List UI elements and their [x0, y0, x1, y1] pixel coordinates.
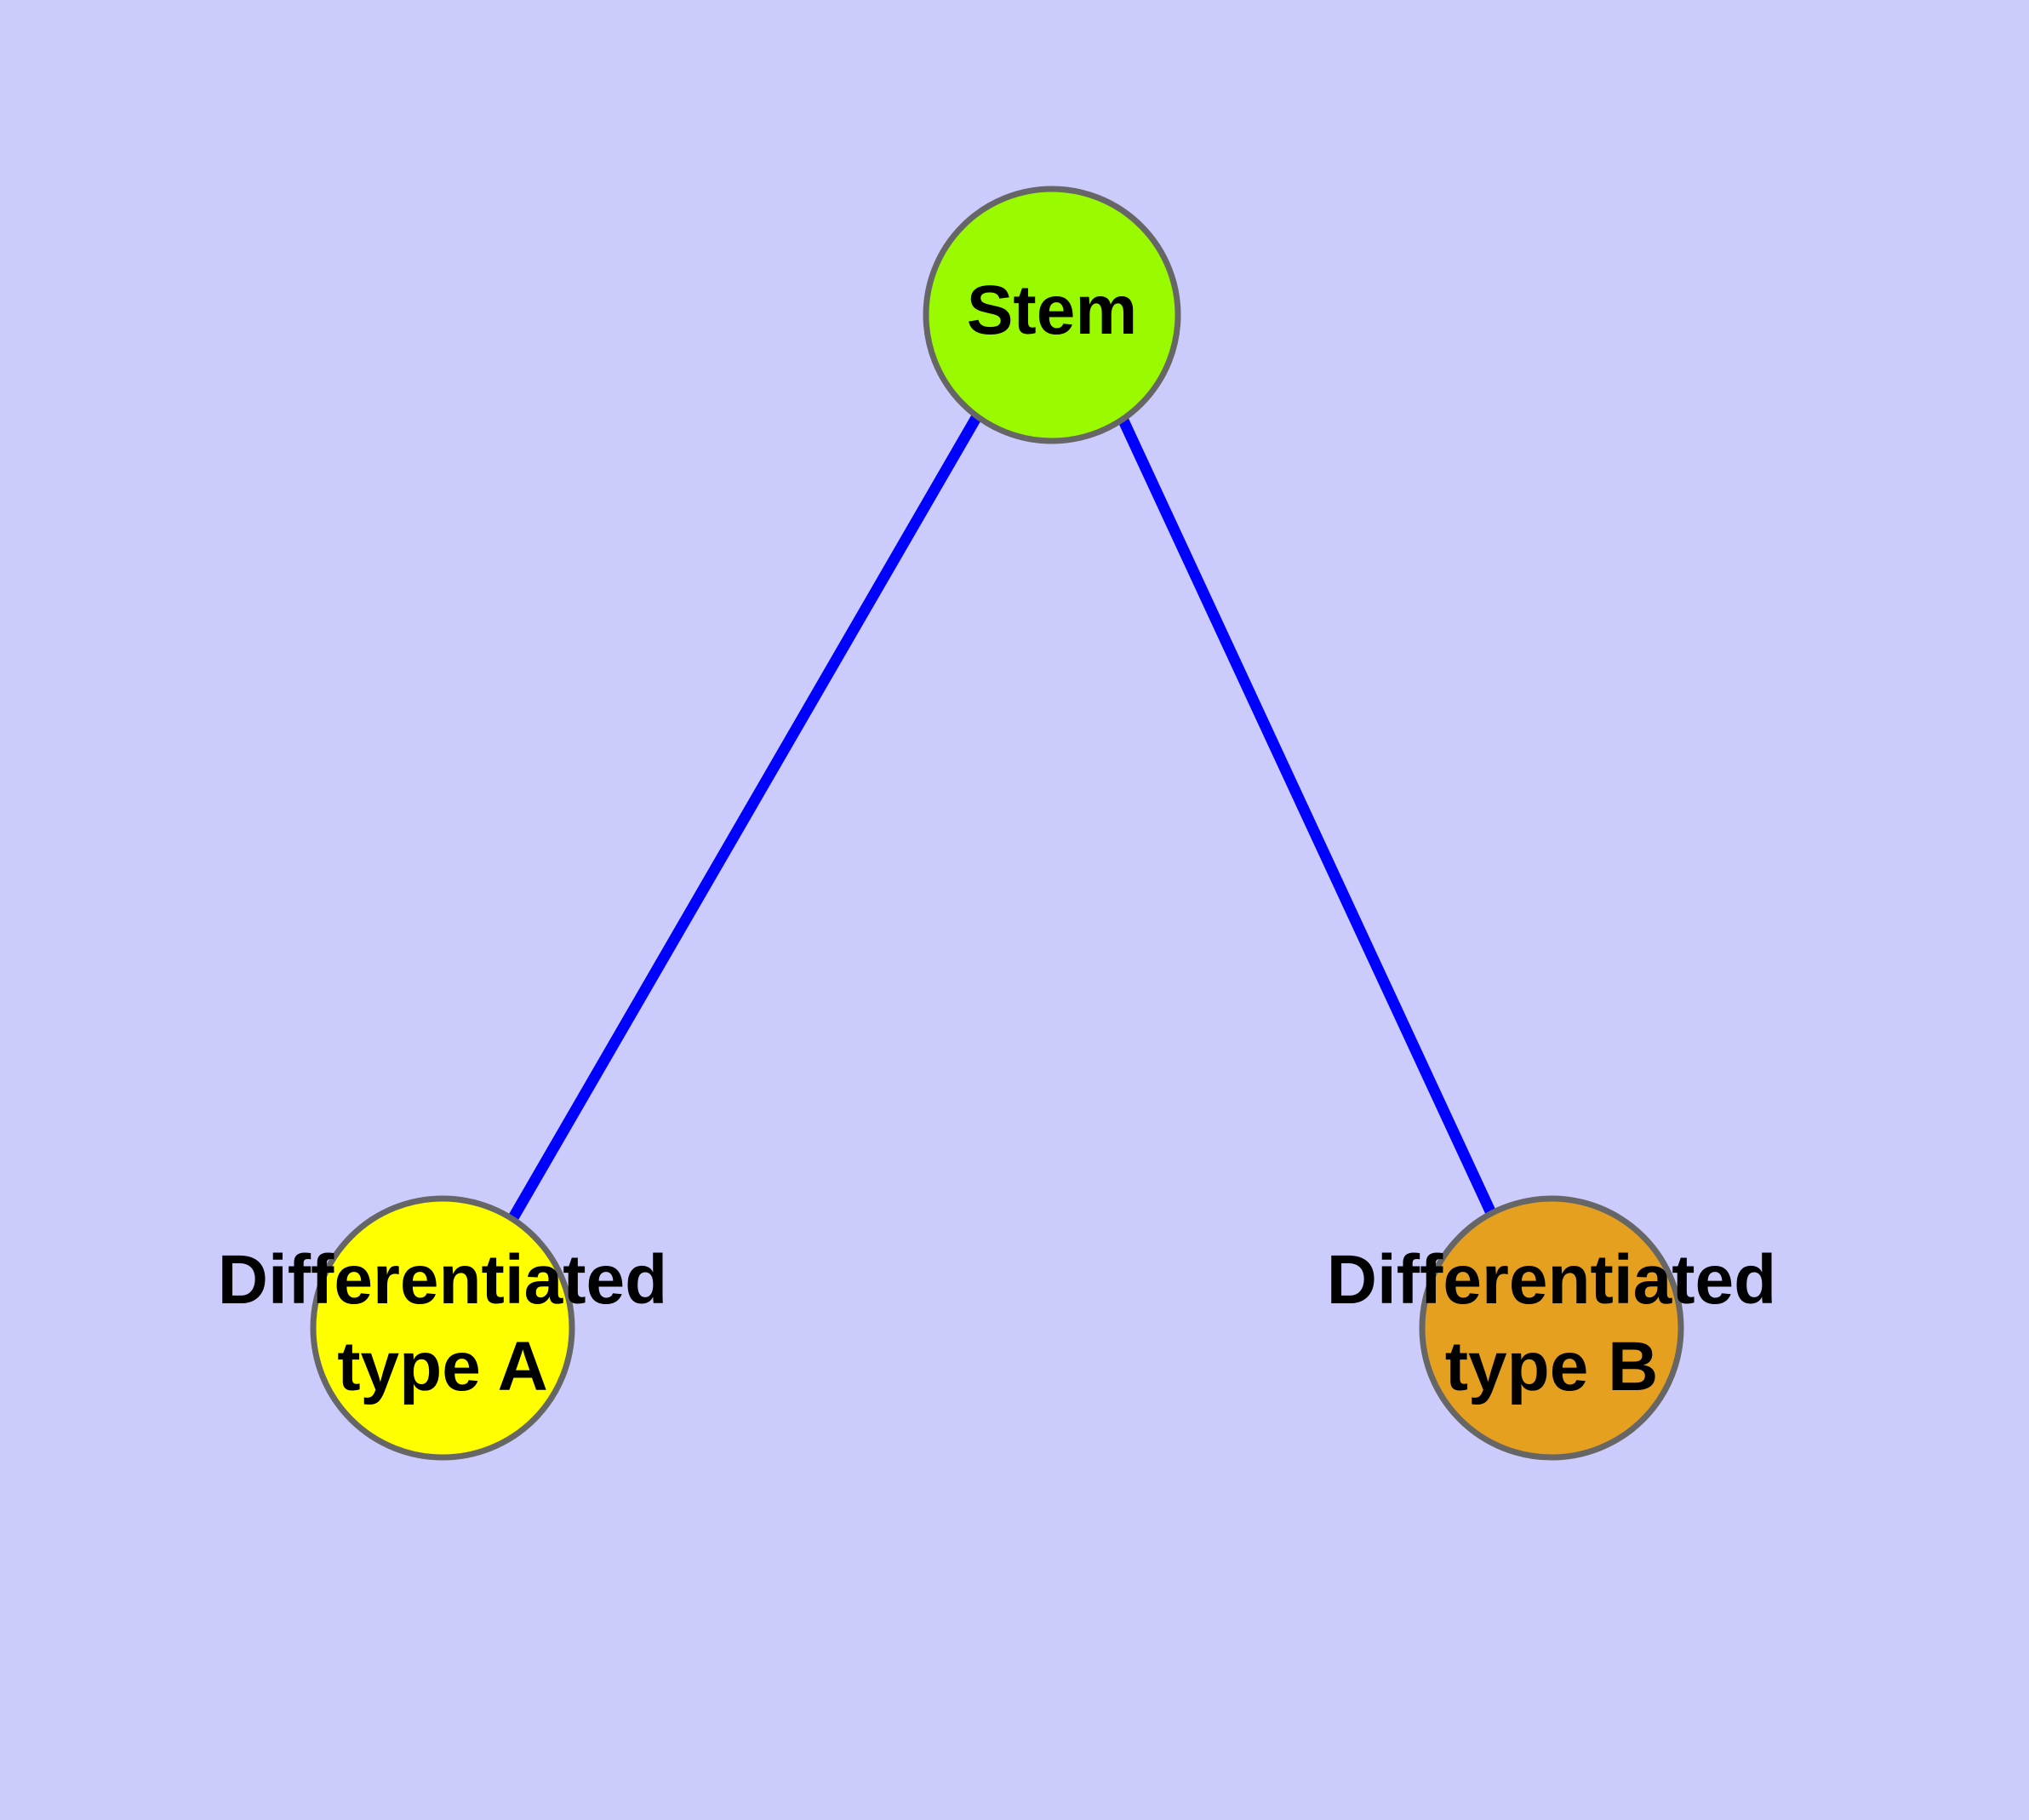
edge-stem-to-diff-a[interactable] — [506, 413, 982, 1224]
edges-group — [506, 413, 1496, 1224]
nodes-group — [310, 186, 1684, 1461]
node-label-diff-a: Differentiated type A — [218, 1241, 668, 1405]
node-label-diff-b: Differentiated type B — [1327, 1241, 1777, 1405]
node-label-line: Stem — [967, 272, 1138, 349]
node-stem[interactable] — [923, 186, 1181, 444]
node-diff-a[interactable] — [310, 1195, 575, 1461]
node-label-stem: Stem — [967, 272, 1138, 349]
node-label-line: type A — [337, 1328, 548, 1405]
node-label-line: Differentiated — [218, 1241, 668, 1319]
node-label-line: type B — [1445, 1328, 1659, 1405]
edge-stem-to-diff-b[interactable] — [1118, 418, 1496, 1216]
node-diff-b[interactable] — [1419, 1195, 1684, 1461]
node-label-line: Differentiated — [1327, 1241, 1777, 1319]
